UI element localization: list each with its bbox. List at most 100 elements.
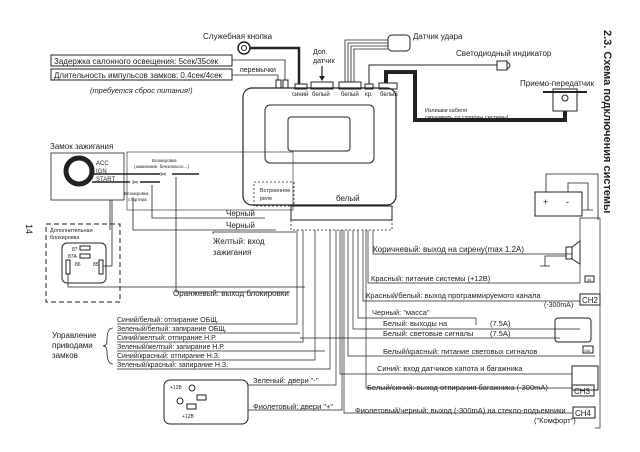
- white1-current: (7.5A): [490, 319, 511, 328]
- lamp-icon-2: [176, 397, 184, 405]
- cut-icon: ✂: [160, 170, 167, 179]
- door-switch-icon-2: [186, 403, 197, 410]
- connector-white-2: белый: [341, 91, 359, 98]
- white-red-wire: Белый/красный: питание световых сигналов: [383, 347, 537, 356]
- battery-minus: -: [566, 197, 569, 207]
- ignition-title: Замок зажигания: [50, 142, 113, 151]
- cable-note: Излишки кабеля: [425, 108, 467, 114]
- black-wire-2: Черный: [226, 221, 255, 230]
- jumpers-label: перемычки: [240, 67, 276, 74]
- pos-ign: IGN: [96, 169, 107, 175]
- relay-label: Встроенное: [260, 188, 290, 194]
- jumper-2: [282, 79, 289, 89]
- jumper2-box: [50, 68, 233, 81]
- red-white-current: (-300mA): [544, 302, 573, 309]
- v12-label-2: +12В: [182, 414, 194, 420]
- battery-plus: +: [543, 197, 548, 207]
- white-blue-wire: Белый/синий: выход отпирания багажника (…: [367, 383, 548, 392]
- white2-wire: Белый: световые сигналы: [383, 329, 473, 338]
- jumper2-label: Длительность импульсов замков: 0.4сек/4с…: [54, 71, 223, 80]
- relay-icon: [61, 242, 107, 284]
- extra-sensor-label-2: датчик: [313, 58, 336, 65]
- extra-block-box: [45, 223, 121, 303]
- red-wire: Красный: питание системы (+12В): [371, 274, 491, 283]
- starter-block: Блокировка: [124, 191, 149, 196]
- battery-icon: + -: [534, 173, 599, 220]
- jumper1-label: Задержка салонного освещения: 5сек/35сек: [54, 57, 219, 66]
- siren-icon: [565, 246, 573, 260]
- connector-white-1: белый: [312, 91, 330, 98]
- pin-87a: 87A: [68, 254, 78, 260]
- shock-sensor-label: Датчик удара: [413, 32, 463, 41]
- cut-icon-2: ✂: [132, 178, 139, 187]
- bottom-connector-label: белый: [336, 194, 360, 203]
- door-minus-label: Зеленый: двери "-": [253, 376, 319, 385]
- ground-icon: [540, 255, 566, 267]
- transceiver-label: Приемо-передатчик: [520, 79, 594, 88]
- locks-group-2: приводами: [52, 341, 93, 350]
- ch4-label: CH4: [575, 409, 592, 418]
- builtin-relay: [253, 181, 295, 207]
- page-number: 14: [24, 224, 34, 234]
- service-button-label: Служебная кнопка: [203, 32, 273, 41]
- hood-sensor-icon: [571, 365, 599, 391]
- led-label: Светодиодный индикатор: [456, 49, 552, 58]
- bottom-connector: [290, 219, 393, 231]
- violet-black-wire: Фиолетовый/черный: выход (-300mA) на сте…: [355, 406, 566, 415]
- starter-block-2: стартера: [128, 197, 147, 202]
- fuse-rating: 3A: [587, 278, 592, 282]
- section-title: 2.3. Схема подключения системы: [601, 30, 613, 213]
- lock-wire-list: Синий/белый: отпирание ОБЩ. Зеленый/белы…: [117, 316, 228, 369]
- fuse-icon-2: [582, 345, 594, 354]
- extra-block-title: Дополнительная: [50, 228, 93, 234]
- fuse-rating-2: 15A: [584, 349, 591, 353]
- ignition-lock-icon: [63, 155, 95, 187]
- yellow-wire-2: зажигания: [213, 248, 251, 257]
- turn-signals-icon: [554, 317, 592, 343]
- alarm-unit: Встроенное реле белый: [242, 87, 397, 231]
- jumper1-box: [50, 54, 233, 67]
- lock-wire: Зеленый/красный: запирание Н.З.: [117, 361, 228, 369]
- ch3-label: CH3: [574, 387, 591, 396]
- connector-white-3: белый: [380, 91, 398, 98]
- white1-wire: Белый: выходы на: [383, 319, 448, 328]
- lock-wire: Зеленый/желтый: запирание Н.Р.: [117, 343, 225, 351]
- shock-sensor-icon: [387, 34, 411, 52]
- relay-label-2: реле: [260, 196, 272, 202]
- door-plus-label: Фиолетовый: двери "+": [253, 402, 333, 411]
- comfort-label: ("Комфорт"): [534, 416, 576, 425]
- door-switch-icon: [196, 394, 207, 401]
- yellow-wire: Желтый: вход: [213, 237, 265, 246]
- blue-wire: Синий: вход датчиков капота и багажника: [377, 364, 523, 373]
- pos-acc: ACC: [96, 161, 109, 167]
- top-connectors: синий белый белый кр. белый: [275, 79, 398, 98]
- orange-wire: Оранжевый: выход блокировки: [173, 289, 289, 298]
- lock-wire: Зеленый/белый: запирание ОБЩ.: [117, 325, 227, 333]
- v12-label: +12В: [170, 385, 182, 391]
- connector-red: кр.: [365, 92, 373, 98]
- lock-wire: Синий/красный: отпирание Н.З.: [117, 352, 220, 360]
- led-icon: [496, 60, 508, 71]
- brown-wire: Коричневый: выход на сирену(max 1.2A): [373, 245, 524, 254]
- fuse-icon: [584, 275, 595, 283]
- black-wire-1: Черный: [226, 209, 255, 218]
- service-button-icon: [237, 41, 251, 55]
- pin-86: 86: [75, 262, 81, 268]
- reset-note: (требуется сброс питания!): [90, 86, 193, 95]
- lock-wire: Синий/желтый: отпирание Н.Р.: [117, 334, 216, 342]
- lamp-icon: [188, 384, 196, 392]
- black-ground-wire: Черный: "масса": [372, 308, 430, 317]
- cable-note-2: скручивать со стороны системы!: [425, 115, 509, 121]
- door-switch-box: [163, 379, 249, 425]
- locks-group: Управление: [52, 331, 97, 340]
- red-white-wire: Красный/белый: выход программируемого ка…: [366, 291, 541, 300]
- locks-group-3: замков: [52, 351, 78, 360]
- pos-start: START: [96, 177, 115, 183]
- extra-block-title-2: блокировка: [50, 235, 80, 241]
- block-label: Блокировка: [152, 158, 177, 163]
- extra-sensor-label: Доп.: [313, 49, 328, 56]
- pin-87: 87: [72, 247, 78, 253]
- ch2-label: CH2: [582, 296, 599, 305]
- block-label-2: (зажигание, бензонасос...): [134, 164, 189, 169]
